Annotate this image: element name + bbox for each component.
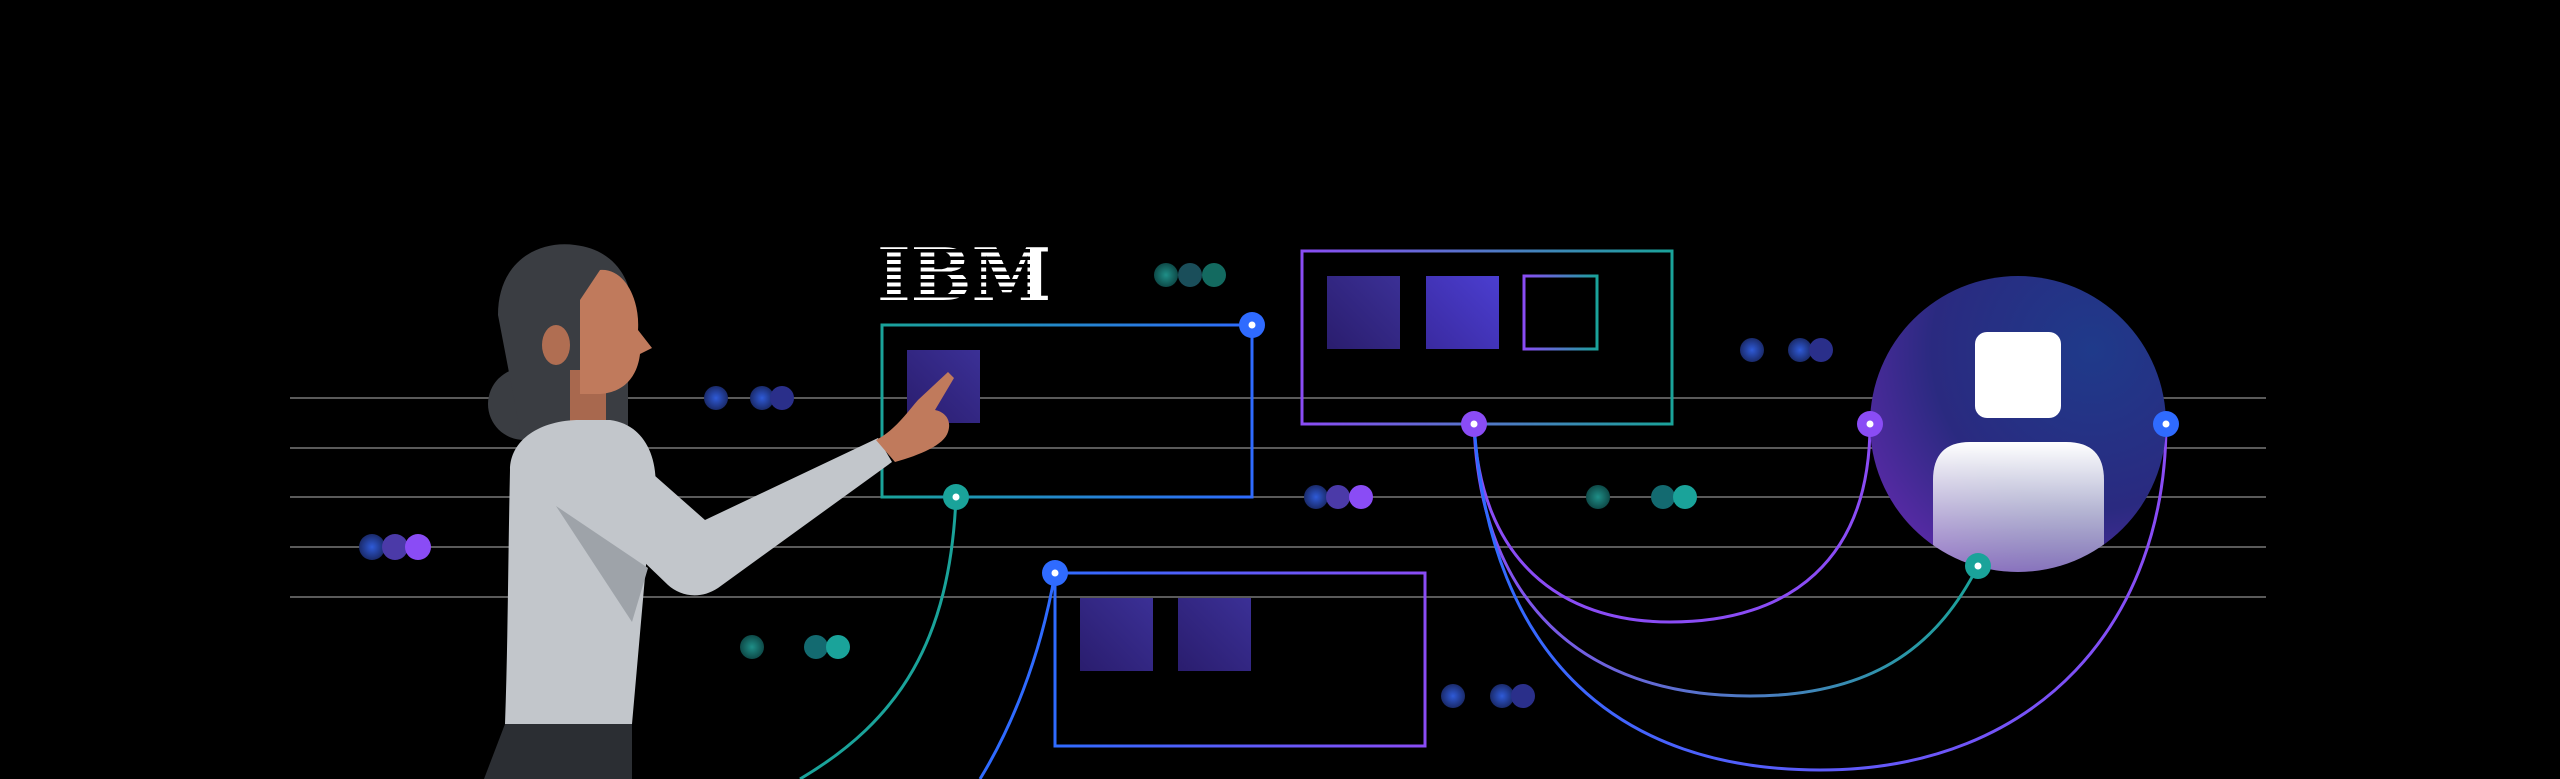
dot-cluster (1586, 485, 1697, 509)
connector-node-icon (1857, 411, 1883, 437)
curve-purple-blue (1472, 423, 2168, 772)
card-primary-frame (880, 323, 1254, 499)
connector-node-icon (1965, 553, 1991, 579)
connector-node-icon (943, 484, 969, 510)
hand (876, 372, 954, 462)
curve-purple-teal (1472, 423, 1980, 698)
shirt-shadow (556, 506, 648, 622)
card-top (1300, 249, 1674, 426)
face (580, 269, 652, 394)
dot-cluster (704, 386, 794, 410)
dot-cluster (359, 534, 431, 560)
avatar-head (1975, 332, 2061, 418)
connector-node-icon (1461, 411, 1487, 437)
card-top-tile-1 (1327, 276, 1400, 349)
arm (590, 438, 892, 596)
card-bottom (1053, 571, 1427, 748)
ibm-logo: IBM (870, 232, 1051, 317)
user-avatar-icon (1870, 276, 2166, 572)
curve-blue-left (978, 572, 1057, 779)
connector-nodes (943, 312, 2179, 586)
curve-teal-left (799, 496, 958, 779)
pants (484, 724, 632, 779)
dot-cluster (1740, 338, 1833, 362)
card-bottom-tile-1 (1080, 598, 1153, 671)
connector-curves (799, 423, 2168, 779)
ear (542, 325, 570, 365)
dot-cluster (1441, 684, 1535, 708)
curve-purple-1 (1472, 423, 1872, 624)
card-bottom-tile-2 (1178, 598, 1251, 671)
card-top-tile-empty (1522, 274, 1599, 351)
person-figure (484, 244, 954, 779)
torso (505, 420, 656, 724)
card-bottom-frame (1053, 571, 1427, 748)
connector-node-icon (2153, 411, 2179, 437)
connector-node-icon (1042, 560, 1068, 586)
dot-cluster (1304, 485, 1373, 509)
connector-node-icon (1239, 312, 1265, 338)
avatar-body (1933, 442, 2104, 572)
dot-clusters (359, 263, 1833, 708)
card-top-tile-2 (1426, 276, 1499, 349)
dot-cluster (1154, 263, 1226, 287)
ibm-logo-stripes (870, 249, 1030, 298)
dot-cluster (740, 635, 850, 659)
